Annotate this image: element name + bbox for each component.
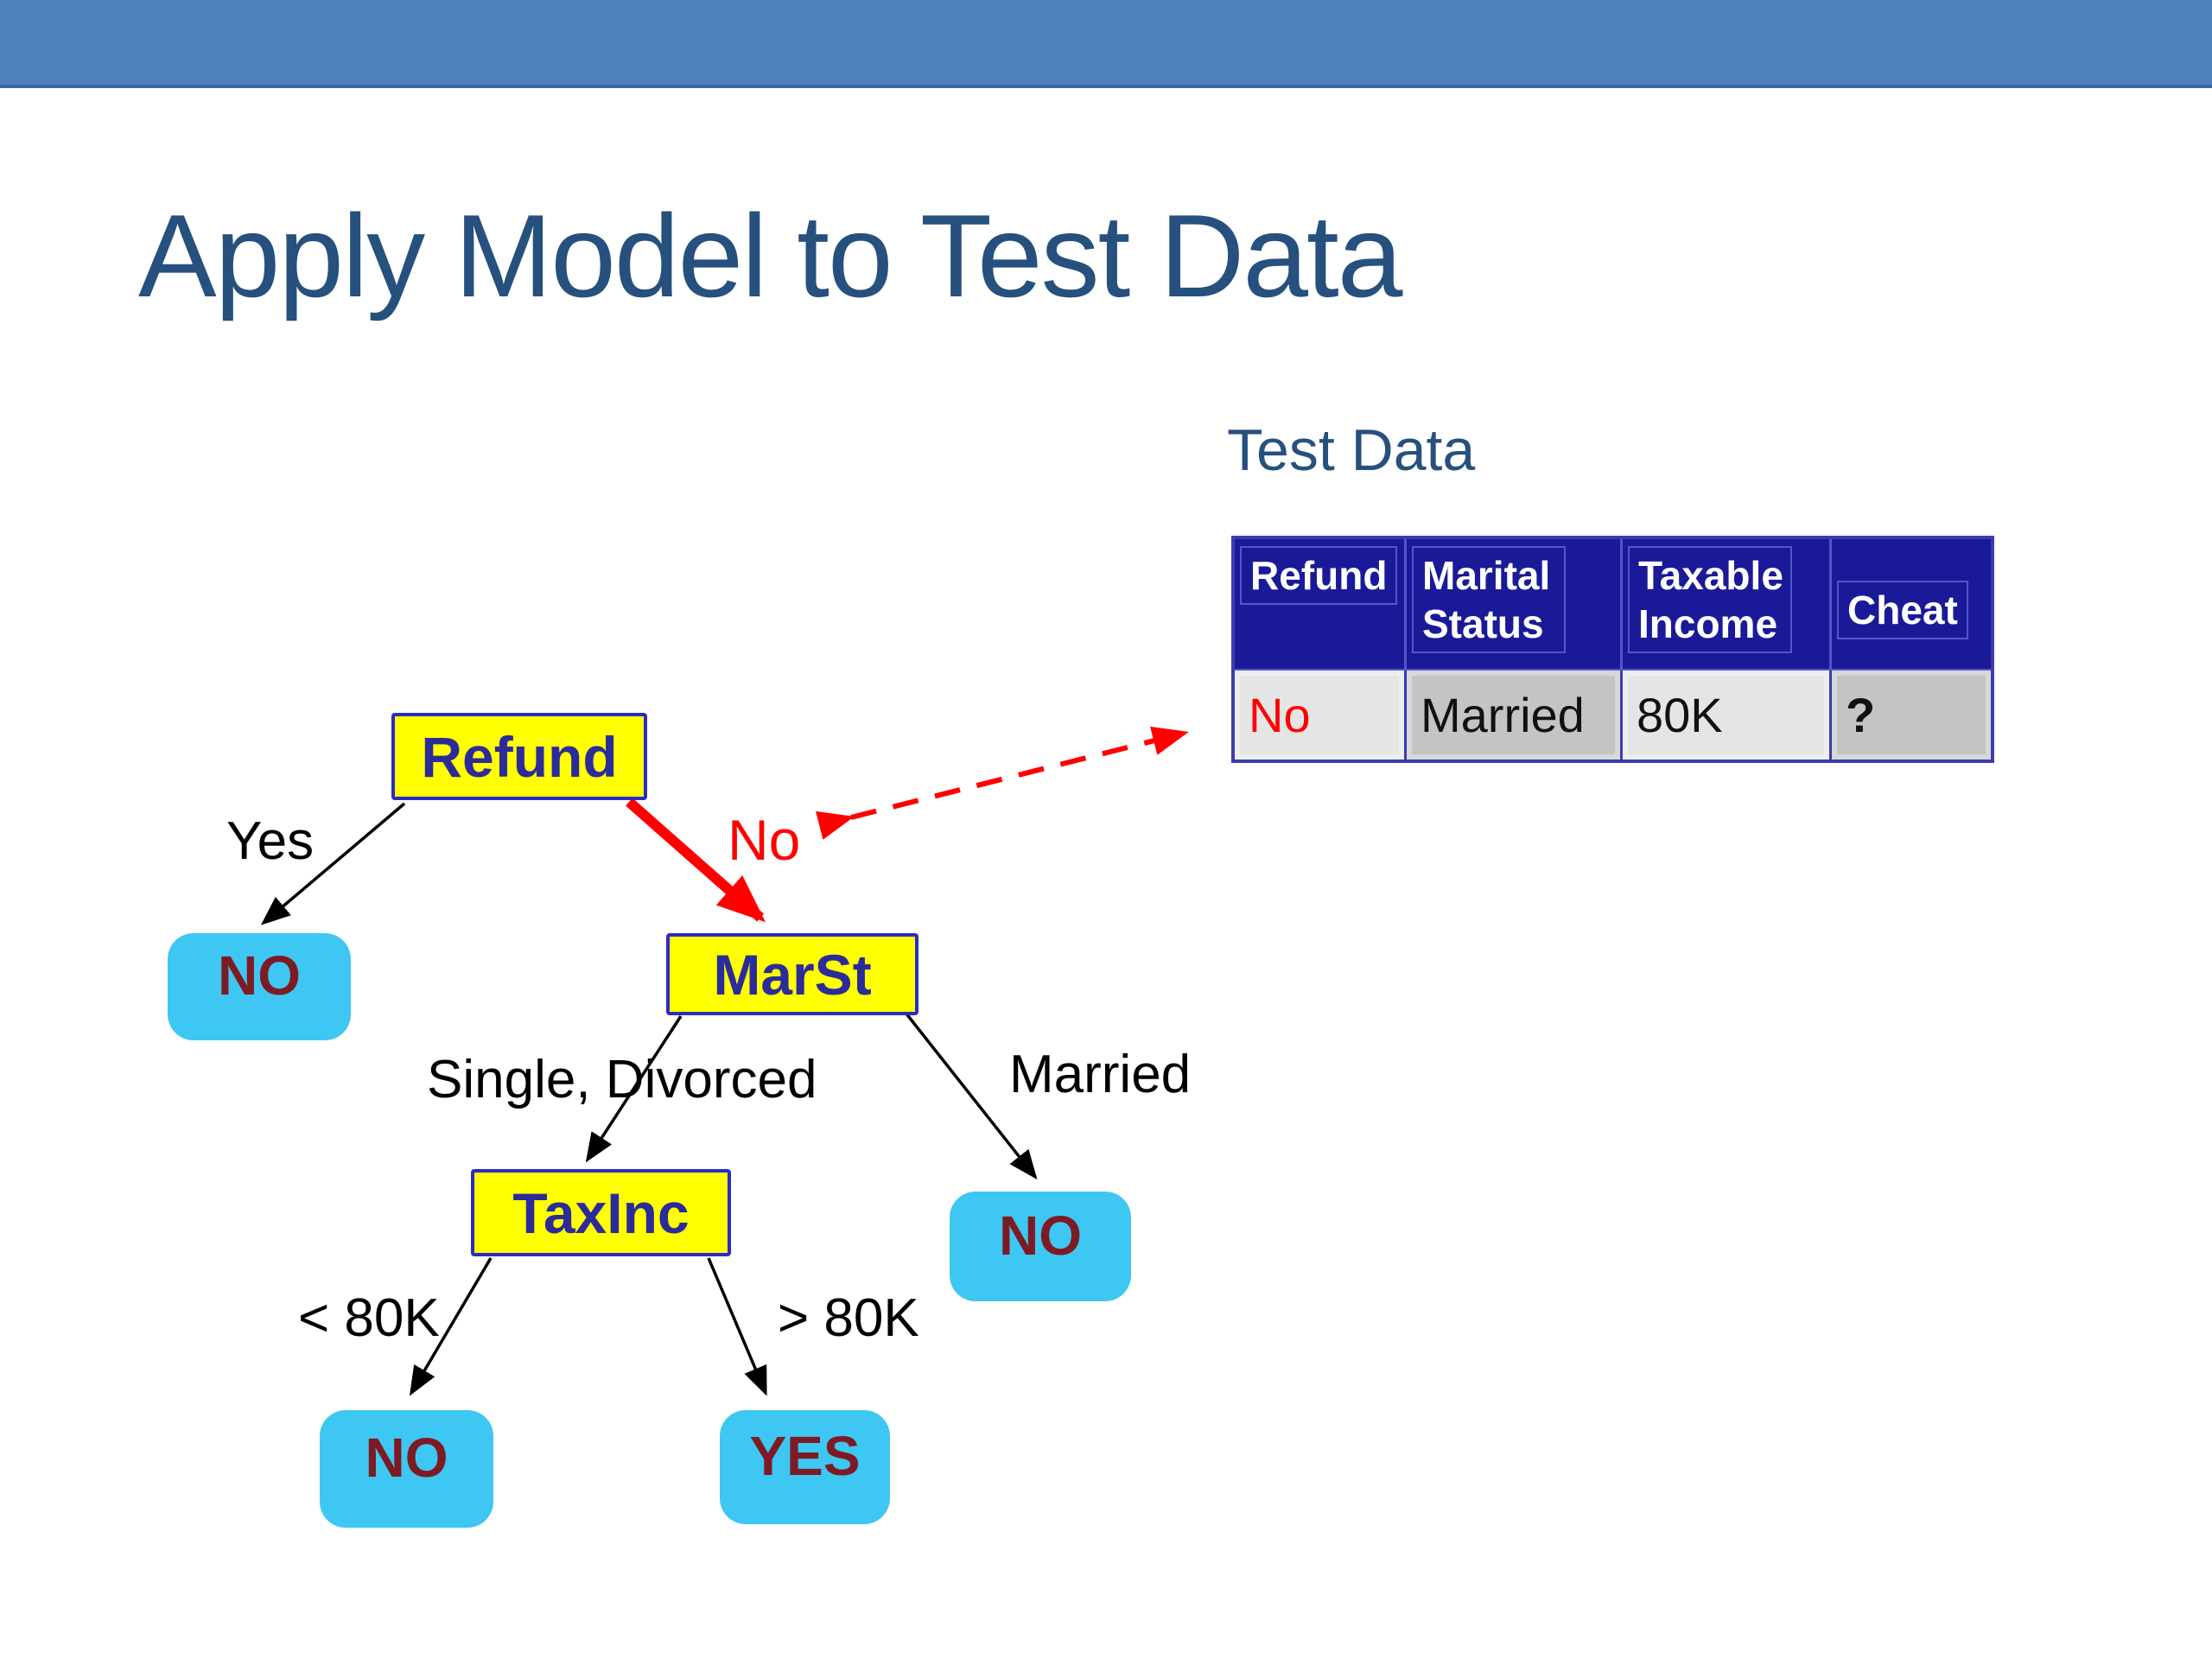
- tree-leaf-label: NO: [365, 1427, 448, 1489]
- tree-leaf-no-lt80k: NO: [320, 1410, 493, 1528]
- column-header-taxable-income: Taxable Income: [1623, 539, 1832, 669]
- edge-label-lt80k: < 80K: [298, 1288, 440, 1348]
- tree-node-taxinc-label: TaxInc: [512, 1180, 690, 1245]
- edge-label-gt80k: > 80K: [778, 1288, 919, 1348]
- column-header-marital-status: Marital Status: [1407, 539, 1623, 669]
- tree-leaf-yes-gt80k: YES: [720, 1410, 890, 1524]
- edge-label-married: Married: [1009, 1045, 1192, 1104]
- tree-node-refund: Refund: [391, 713, 647, 800]
- column-header-marital-status-label: Marital Status: [1412, 546, 1566, 654]
- edge-label-no: No: [728, 808, 801, 872]
- column-header-cheat: Cheat: [1832, 539, 1991, 669]
- edge-label-yes: Yes: [226, 811, 315, 871]
- link-testdata-dashed-arrow: [815, 726, 1189, 840]
- top-accent-bar: [0, 0, 2212, 88]
- tree-node-marst: MarSt: [666, 933, 918, 1015]
- cell-refund-value: No: [1235, 671, 1407, 760]
- tree-node-taxinc: TaxInc: [471, 1169, 731, 1256]
- column-header-refund: Refund: [1235, 539, 1407, 669]
- edge-taxinc-gt80k: [707, 1257, 767, 1396]
- column-header-cheat-label: Cheat: [1837, 581, 1968, 640]
- edge-label-single-divorced: Single, Divorced: [427, 1050, 817, 1109]
- tree-node-marst-label: MarSt: [713, 942, 872, 1007]
- test-data-table-row: No Married 80K ?: [1235, 669, 1991, 760]
- tree-leaf-label: NO: [218, 944, 301, 1007]
- cell-taxable-income-value: 80K: [1623, 671, 1832, 760]
- test-data-heading: Test Data: [1227, 417, 1476, 483]
- slide-title: Apply Model to Test Data: [138, 190, 1402, 321]
- test-data-table: Refund Marital Status Taxable Income Che…: [1231, 536, 1994, 763]
- tree-leaf-no-refund-yes: NO: [168, 933, 351, 1040]
- cell-marital-status-value: Married: [1407, 671, 1623, 760]
- cell-cheat-value: ?: [1832, 671, 1991, 760]
- tree-leaf-no-married: NO: [950, 1192, 1131, 1301]
- tree-node-refund-label: Refund: [421, 724, 618, 789]
- column-header-taxable-income-label: Taxable Income: [1628, 546, 1792, 654]
- tree-leaf-label: NO: [999, 1204, 1082, 1267]
- tree-leaf-label: YES: [749, 1425, 861, 1487]
- test-data-table-header-row: Refund Marital Status Taxable Income Che…: [1235, 539, 1991, 669]
- column-header-refund-label: Refund: [1240, 546, 1398, 606]
